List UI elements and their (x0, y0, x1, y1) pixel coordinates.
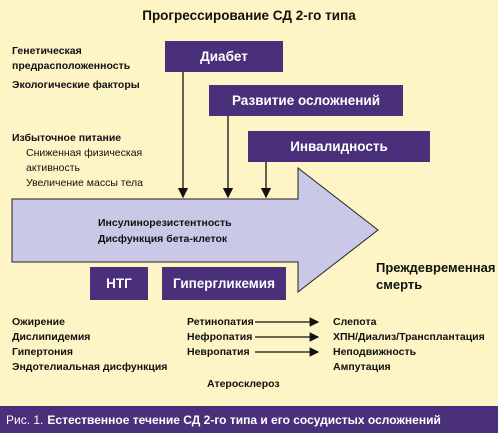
neuropathy-label: Невропатия (187, 346, 250, 358)
genetic-line1: Генетическая (12, 45, 82, 57)
figure-caption: Рис. 1. Естественное течение СД 2-го тип… (0, 406, 498, 433)
complication-outcomes: Слепота ХПН/Диализ/Трансплантация Неподв… (333, 315, 485, 375)
genetic-factor: Генетическая предрасположенность (12, 44, 130, 74)
overeating-factor: Избыточное питание (12, 132, 122, 144)
disability-box: Инвалидность (248, 131, 430, 162)
caption-prefix: Рис. 1. (6, 412, 44, 427)
diabetes-box: Диабет (165, 41, 283, 72)
premature-death-label: Преждевременная смерть (376, 259, 495, 293)
blindness-label: Слепота (333, 316, 377, 328)
main-arrow-text: Инсулинорезистентность Дисфункция бета-к… (98, 215, 232, 247)
atherosclerosis-label: Атеросклероз (207, 378, 280, 390)
main-progression-arrow (11, 166, 379, 294)
retinopathy-label: Ретинопатия (187, 316, 254, 328)
complications-box: Развитие осложнений (209, 85, 403, 116)
condition-item: Дислипидемия (12, 331, 91, 343)
insulin-resistance-label: Инсулинорезистентность (98, 217, 232, 229)
condition-item: Ожирение (12, 316, 65, 328)
conditions-list: Ожирение Дислипидемия Гипертония Эндотел… (12, 315, 167, 375)
premature-death-line2: смерть (376, 277, 423, 292)
ntg-box: НТГ (90, 267, 148, 300)
low-activity-line1: Сниженная физическая (26, 147, 143, 159)
genetic-line2: предрасположенность (12, 60, 131, 72)
complication-sources: Ретинопатия Нефропатия Невропатия (187, 315, 254, 360)
low-activity-factor: Сниженная физическая активность (26, 146, 142, 176)
low-activity-line2: активность (26, 162, 80, 174)
beta-cell-dysfunction-label: Дисфункция бета-клеток (98, 233, 228, 245)
weight-gain-factor: Увеличение массы тела (26, 177, 143, 189)
renal-failure-label: ХПН/Диализ/Трансплантация (333, 331, 485, 343)
ecological-factor: Экологические факторы (12, 79, 140, 91)
caption-text: Естественное течение СД 2-го типа и его … (47, 412, 441, 427)
amputation-label: Ампутация (333, 361, 391, 373)
hyperglycemia-box: Гипергликемия (162, 267, 286, 300)
condition-item: Гипертония (12, 346, 73, 358)
immobility-label: Неподвижность (333, 346, 417, 358)
premature-death-line1: Преждевременная (376, 260, 496, 275)
nephropathy-label: Нефропатия (187, 331, 253, 343)
diagram-title: Прогрессирование СД 2-го типа (142, 8, 356, 23)
condition-item: Эндотелиальная дисфункция (12, 361, 168, 373)
